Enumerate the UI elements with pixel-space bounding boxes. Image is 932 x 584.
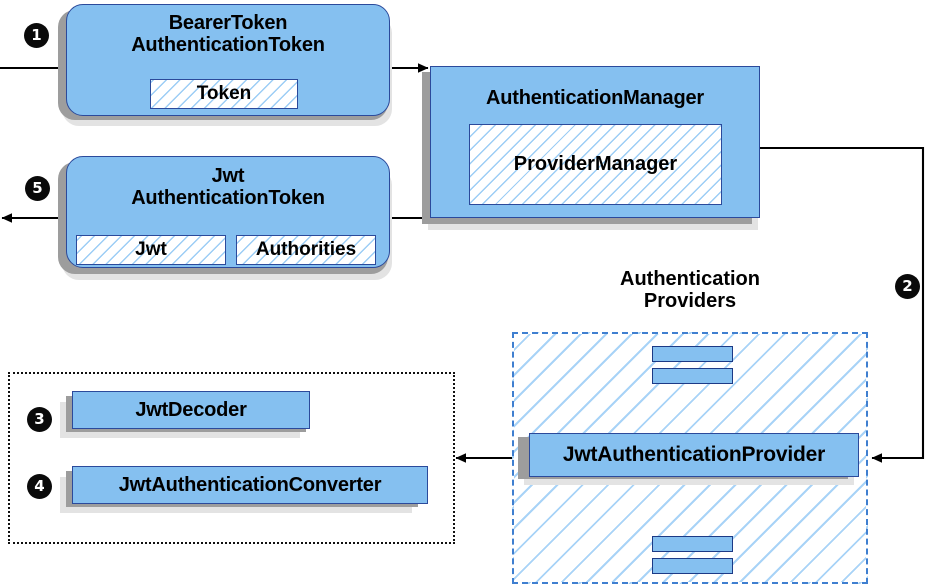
jwt-token-inner-authorities[interactable]: Authorities xyxy=(236,235,376,265)
jwt-token-inner-jwt-label: Jwt xyxy=(135,239,167,260)
jwt-token-inner-authorities-label: Authorities xyxy=(255,239,357,260)
wire-manager-to-provider xyxy=(760,146,925,463)
step-marker-2: 2 xyxy=(895,274,920,299)
provider-stub-bar-top-1 xyxy=(652,346,733,362)
jwt-token-inner-jwt[interactable]: Jwt xyxy=(76,235,226,265)
jwt-converter-label: JwtAuthenticationConverter xyxy=(118,473,382,496)
step-marker-3: 3 xyxy=(27,407,52,432)
bearer-token-inner-token-label: Token xyxy=(196,83,252,104)
provider-stub-bar-bottom-2 xyxy=(652,558,733,574)
step-marker-5: 5 xyxy=(25,176,50,201)
step-marker-1: 1 xyxy=(24,23,49,48)
authentication-providers-label: Authentication Providers xyxy=(620,268,760,313)
node-jwt-decoder[interactable]: JwtDecoder xyxy=(72,391,310,429)
node-jwt-authentication-token[interactable]: Jwt AuthenticationToken xyxy=(66,156,390,268)
provider-stub-bar-top-2 xyxy=(652,368,733,384)
provider-stub-bar-bottom-1 xyxy=(652,536,733,552)
bearer-token-title: BearerToken AuthenticationToken xyxy=(131,12,325,57)
provider-manager-label: ProviderManager xyxy=(513,153,678,175)
jwt-decoder-label: JwtDecoder xyxy=(135,398,247,421)
authentication-manager-title: AuthenticationManager xyxy=(485,87,705,109)
authentication-manager-inner-provider-manager[interactable]: ProviderManager xyxy=(469,124,722,205)
bearer-token-inner-token[interactable]: Token xyxy=(150,79,298,109)
node-jwt-authentication-converter[interactable]: JwtAuthenticationConverter xyxy=(72,466,428,504)
jwt-provider-label: JwtAuthenticationProvider xyxy=(562,443,826,467)
node-jwt-authentication-provider[interactable]: JwtAuthenticationProvider xyxy=(529,433,859,477)
jwt-token-title: Jwt AuthenticationToken xyxy=(131,165,325,210)
step-marker-4: 4 xyxy=(27,474,52,499)
